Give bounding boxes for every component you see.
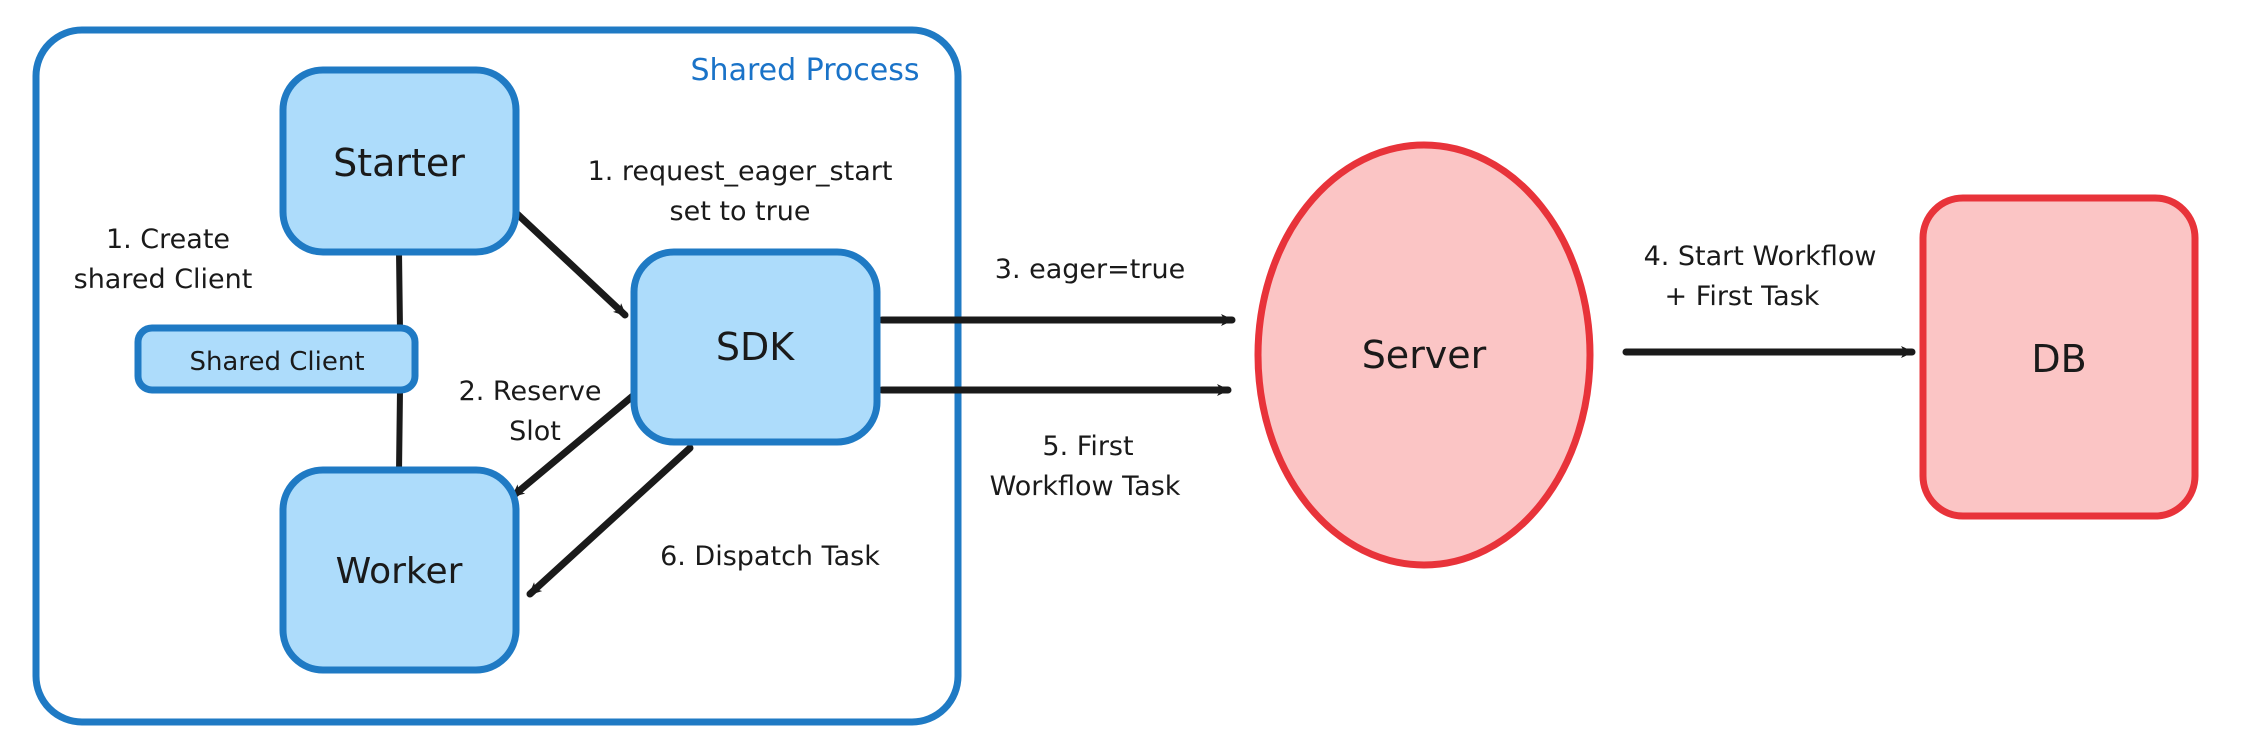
edge-label-line-1: 1. Create — [106, 224, 230, 255]
edge-label-line-1: 1. request_eager_start — [588, 156, 893, 187]
node-server-label: Server — [1362, 333, 1487, 377]
node-starter-label: Starter — [333, 141, 465, 185]
node-server-shape[interactable] — [1254, 141, 1594, 569]
edge-line — [509, 386, 644, 500]
edge-label-line-1: 2. Reserve — [459, 376, 602, 407]
edge-label-start-workflow: 4. Start Workflow + First Task — [1644, 241, 1877, 312]
shared-process-group: Shared Process — [32, 26, 962, 726]
node-db-shape[interactable] — [1919, 194, 2199, 520]
edge-starter-sharedclient — [396, 249, 403, 333]
node-db-label: DB — [2031, 337, 2086, 381]
node-sdk[interactable]: SDK — [630, 248, 881, 446]
edge-sdk-worker-reserve — [509, 386, 644, 500]
edge-label-create-shared-client: 1. Create shared Client — [74, 224, 253, 295]
node-server[interactable]: Server — [1254, 141, 1594, 569]
edge-label-request-eager-start: 1. request_eager_start set to true — [588, 156, 893, 227]
edge-line — [396, 249, 403, 333]
edge-line — [526, 444, 694, 598]
node-db[interactable]: DB — [1919, 194, 2199, 520]
edge-sdk-worker-dispatch — [526, 444, 694, 598]
edge-label-line-2: Slot — [509, 416, 561, 447]
edge-label-line-2: Workflow Task — [990, 471, 1181, 502]
edge-label-line-2: shared Client — [74, 264, 253, 295]
edge-label-dispatch-task: 6. Dispatch Task — [660, 541, 880, 572]
node-shared-client-shape[interactable] — [134, 324, 419, 394]
edge-label-line-1: 3. eager=true — [995, 254, 1185, 285]
edge-label-first-workflow-task: 5. First Workflow Task — [990, 431, 1181, 502]
edge-line — [396, 387, 403, 475]
edge-label-line-1: 4. Start Workflow — [1644, 241, 1877, 272]
edge-line — [509, 206, 629, 319]
edge-label-line-2: + First Task — [1665, 281, 1820, 312]
edge-starter-sdk — [509, 206, 629, 319]
node-shared-client[interactable]: Shared Client — [134, 324, 419, 394]
edge-sharedclient-worker — [396, 387, 403, 475]
edge-label-reserve-slot: 2. Reserve Slot — [459, 376, 602, 447]
node-sdk-shape[interactable] — [630, 248, 881, 446]
edge-label-line-2: set to true — [670, 196, 811, 227]
edge-label-line-1: 5. First — [1042, 431, 1133, 462]
shared-process-label: Shared Process — [691, 53, 920, 88]
node-sdk-label: SDK — [716, 325, 795, 369]
shared-process-border — [32, 26, 962, 726]
edge-label-line-1: 6. Dispatch Task — [660, 541, 880, 572]
node-worker[interactable]: Worker — [279, 466, 520, 674]
node-worker-shape[interactable] — [279, 466, 520, 674]
node-worker-label: Worker — [336, 551, 463, 592]
node-starter[interactable]: Starter — [279, 66, 520, 256]
edge-label-eager-true: 3. eager=true — [995, 254, 1185, 285]
node-shared-client-label: Shared Client — [189, 347, 364, 377]
node-starter-shape[interactable] — [279, 66, 520, 256]
